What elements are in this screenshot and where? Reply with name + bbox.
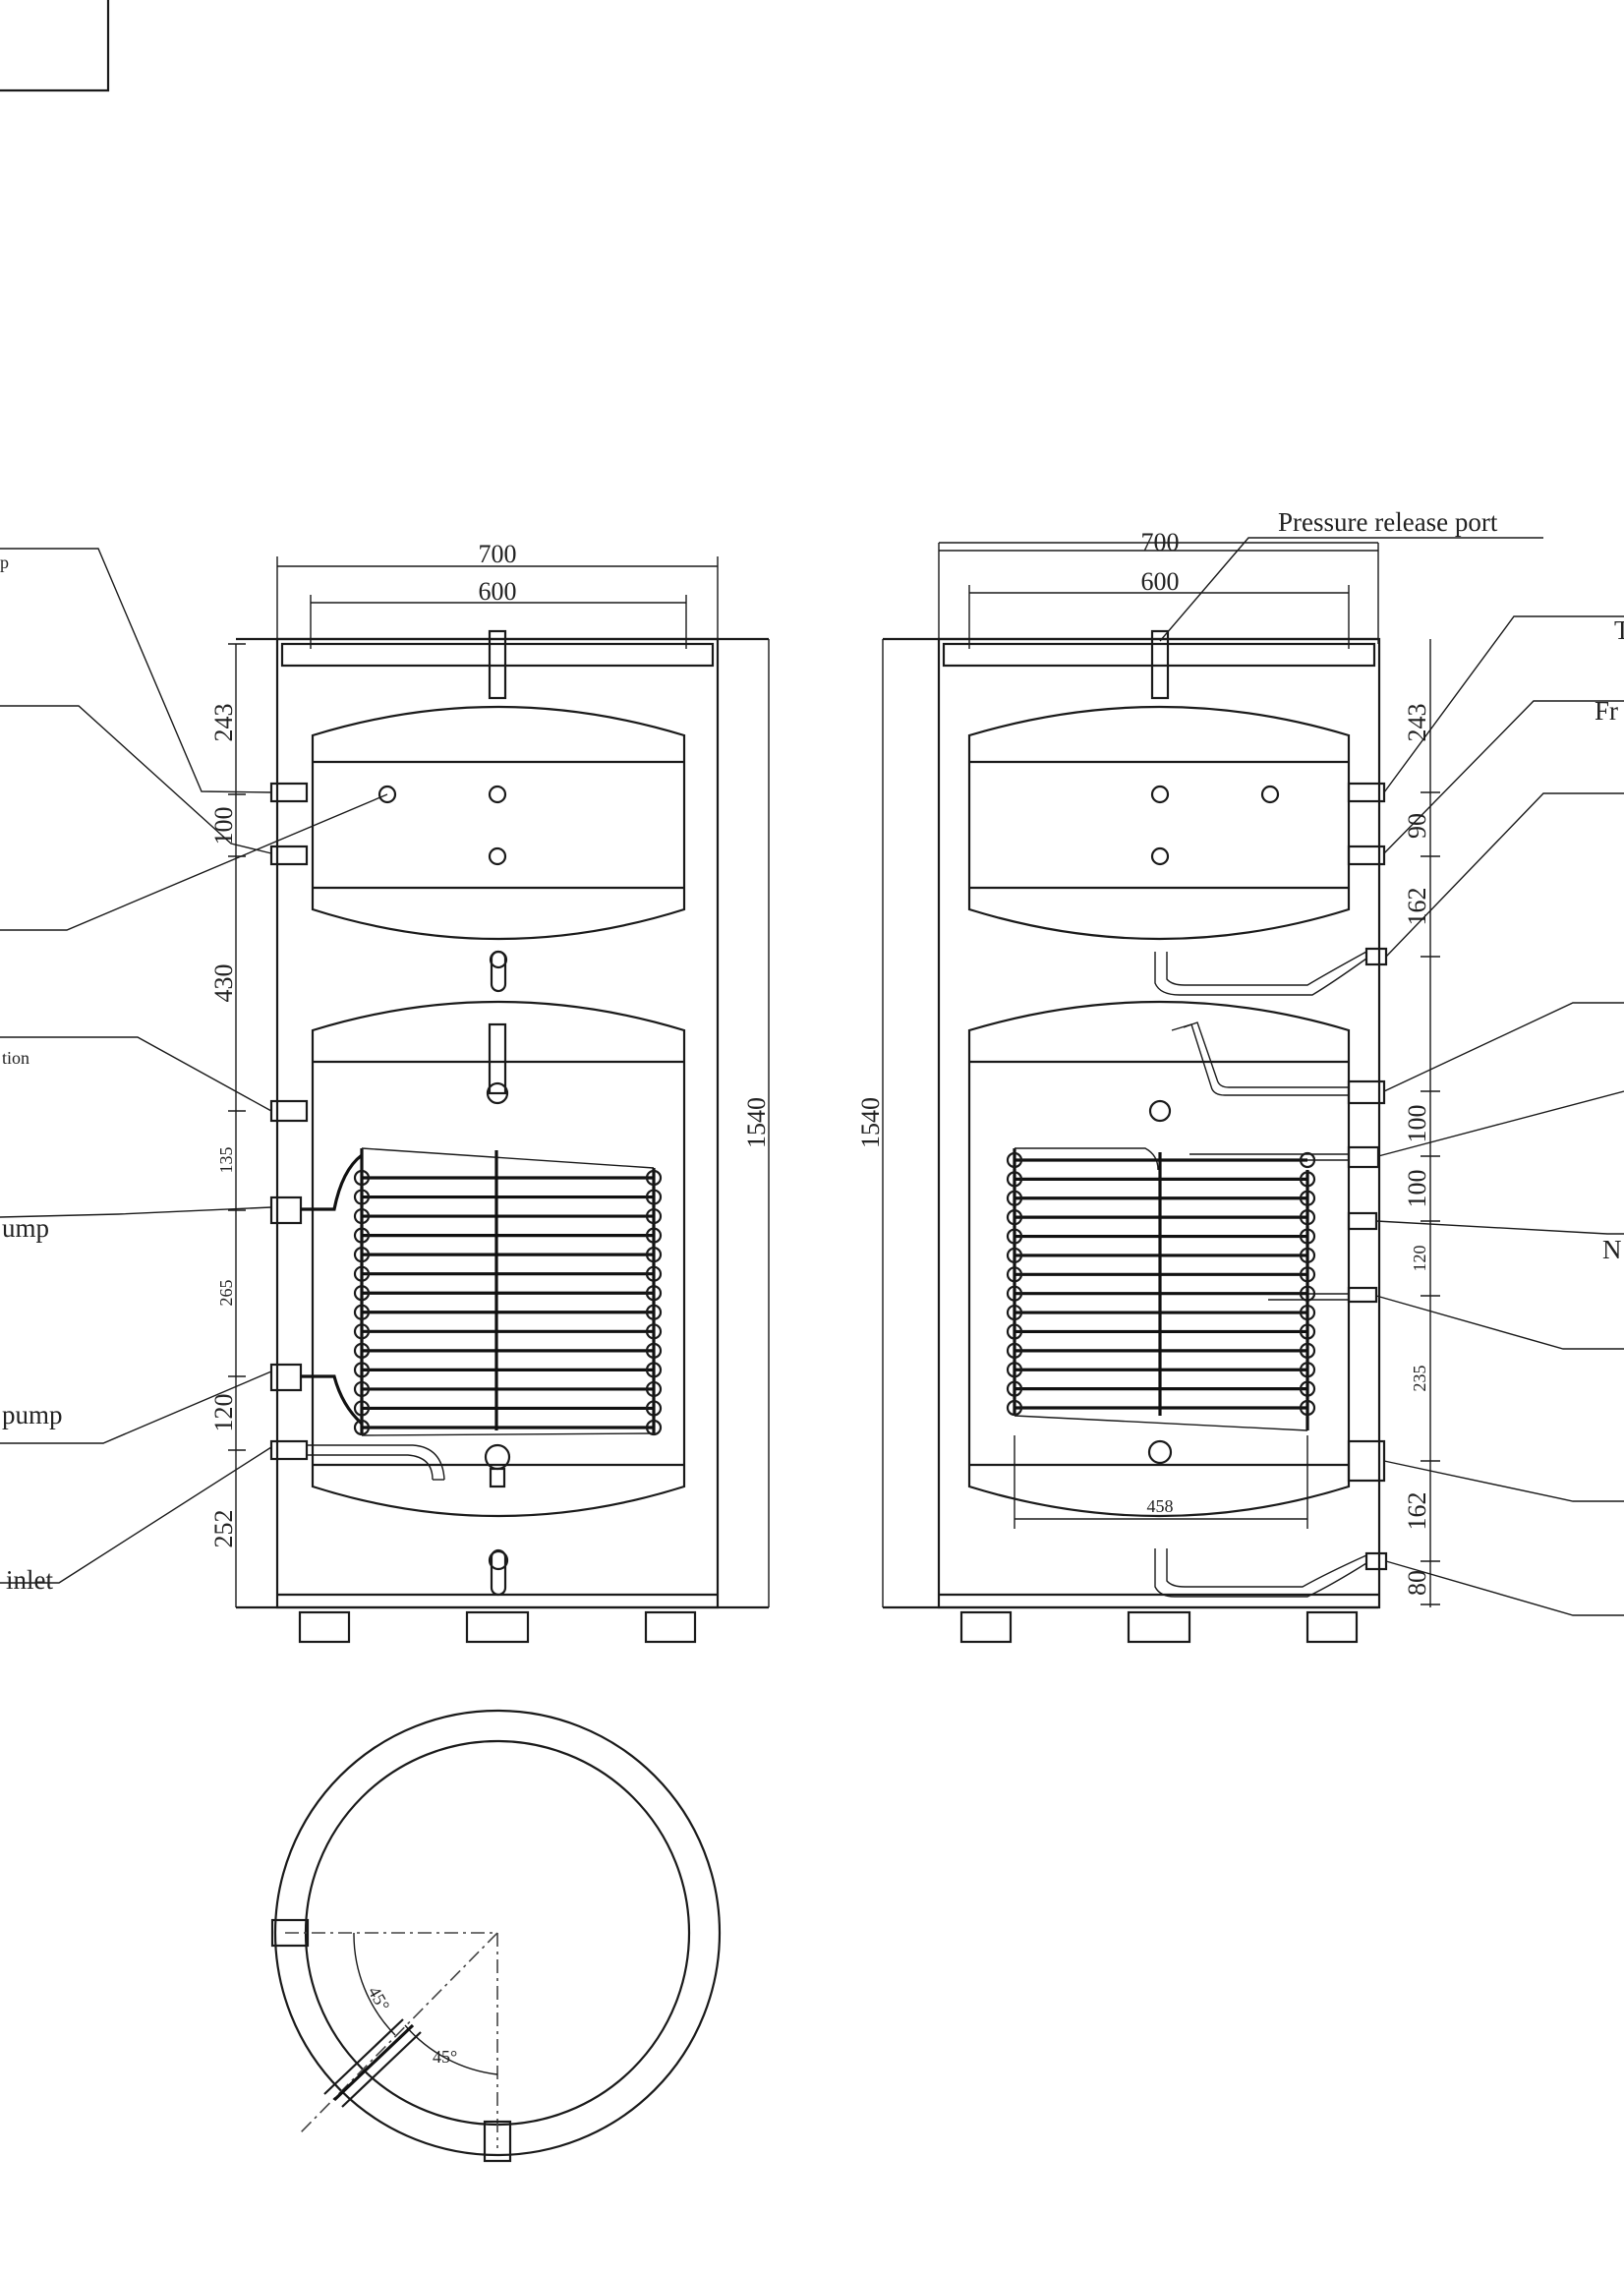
left-coil-tube-end — [645, 1342, 663, 1359]
right-dim-458: 458 — [1147, 1496, 1174, 1516]
right-dim-243: 243 — [1403, 704, 1431, 742]
title-block-corner — [0, 0, 110, 92]
left-coil-tube-end — [645, 1285, 663, 1302]
left-coil-tube-end — [353, 1227, 371, 1244]
right-coil-tube-end — [1299, 1342, 1316, 1359]
right-coil-tube-end — [1299, 1399, 1316, 1417]
right-dim-100a: 100 — [1403, 1105, 1431, 1143]
left-dim-243: 243 — [209, 704, 238, 742]
right-coil-tube-end — [1299, 1285, 1316, 1302]
right-coil-tube-end — [1299, 1228, 1316, 1245]
left-label-inlet-partial: inlet — [6, 1565, 53, 1595]
right-dim-162b: 162 — [1403, 1492, 1431, 1531]
right-coil-tube-end — [1006, 1228, 1023, 1245]
left-dim-600: 600 — [479, 577, 517, 606]
right-dim-100b: 100 — [1403, 1170, 1431, 1208]
left-coil-tube-end — [645, 1189, 663, 1205]
label-pressure-release-port: Pressure release port — [1278, 507, 1498, 537]
left-coil-tube-end — [645, 1323, 663, 1340]
left-coil-tube-end — [645, 1400, 663, 1417]
right-coil-tube-end — [1006, 1362, 1023, 1378]
left-coil-tube-end — [353, 1189, 371, 1205]
right-coil-tube-end — [1006, 1209, 1023, 1226]
right-coil-tube-end — [1299, 1266, 1316, 1283]
left-label-top-partial: p — [0, 553, 9, 572]
right-dim-235: 235 — [1410, 1366, 1429, 1392]
left-coil-tube-end — [645, 1419, 663, 1436]
right-coil-tube-end — [1299, 1380, 1316, 1397]
right-coil-tube-end — [1006, 1171, 1023, 1188]
left-coil-tube-end — [645, 1207, 663, 1225]
right-coil-tube-end — [1299, 1323, 1316, 1340]
right-coil-tube-end — [1006, 1190, 1023, 1206]
left-coil-tube-end — [353, 1169, 371, 1187]
right-label-mid-partial: N — [1602, 1235, 1622, 1264]
left-label-circulation-partial: tion — [2, 1048, 29, 1068]
right-coil-tube-end — [1299, 1171, 1316, 1188]
left-dim-252: 252 — [209, 1510, 238, 1548]
right-coil-tube-end — [1299, 1362, 1316, 1378]
right-heat-exchanger-coil — [1006, 1147, 1316, 1431]
right-coil-tube-end — [1299, 1247, 1316, 1264]
left-dim-265: 265 — [216, 1280, 236, 1307]
right-dim-120: 120 — [1410, 1246, 1429, 1272]
left-coil-tube-end — [353, 1247, 371, 1263]
left-coil-tube-end — [645, 1227, 663, 1244]
right-dim-700: 700 — [1141, 528, 1180, 556]
right-coil-tube-end — [1006, 1151, 1023, 1169]
left-coil-tube-end — [353, 1342, 371, 1359]
right-coil-tube-end — [1299, 1151, 1316, 1169]
right-coil-tube-end — [1006, 1342, 1023, 1359]
left-dim-100: 100 — [209, 807, 238, 845]
right-coil-tube-end — [1006, 1380, 1023, 1397]
left-dim-430: 430 — [209, 964, 238, 1003]
right-coil-tube-end — [1006, 1285, 1023, 1302]
left-coil-tube-end — [645, 1169, 663, 1187]
left-coil-tube-end — [353, 1419, 371, 1436]
left-coil-tube-end — [353, 1207, 371, 1225]
top-view-angle-1: 45° — [365, 1983, 394, 2014]
left-dim-1540: 1540 — [742, 1097, 771, 1148]
right-dim-600: 600 — [1141, 567, 1180, 596]
left-elevation-view: 700 600 — [0, 540, 771, 1644]
left-dim-120: 120 — [209, 1394, 238, 1432]
right-coil-tube-end — [1006, 1399, 1023, 1417]
left-coil-tube-end — [353, 1265, 371, 1282]
left-coil-tube-end — [353, 1323, 371, 1340]
right-dim-1540: 1540 — [856, 1097, 885, 1148]
left-coil-tube-end — [645, 1362, 663, 1378]
right-dim-90: 90 — [1403, 813, 1431, 839]
right-coil-tube-end — [1006, 1323, 1023, 1340]
left-coil-tube-end — [645, 1247, 663, 1263]
left-dim-135: 135 — [216, 1147, 236, 1174]
left-heat-exchanger-coil — [301, 1147, 663, 1436]
right-coil-tube-end — [1006, 1266, 1023, 1283]
right-dim-162a: 162 — [1403, 888, 1431, 926]
right-coil-tube-end — [1006, 1247, 1023, 1264]
left-coil-tube-end — [353, 1400, 371, 1417]
right-coil-tube-end — [1006, 1304, 1023, 1321]
right-elevation-view: 700 600 Pressure release port 1540 — [856, 507, 1624, 1644]
left-coil-tube-end — [353, 1380, 371, 1398]
left-coil-tube-end — [645, 1304, 663, 1320]
left-coil-tube-end — [645, 1380, 663, 1398]
left-coil-tube-end — [353, 1285, 371, 1302]
right-coil-tube-end — [1299, 1304, 1316, 1321]
left-label-pump-partial: ump — [2, 1213, 49, 1243]
left-label-pump2-partial: pump — [2, 1400, 63, 1429]
left-coil-tube-end — [645, 1265, 663, 1282]
right-coil-tube-end — [1299, 1209, 1316, 1226]
left-dim-700: 700 — [479, 540, 517, 568]
top-view-angle-2: 45° — [433, 2047, 457, 2067]
right-label-second-partial: Fr — [1595, 696, 1618, 726]
right-label-top-partial: T — [1614, 615, 1624, 645]
right-dim-80: 80 — [1403, 1570, 1431, 1596]
top-plan-view: 45° 45° — [270, 1709, 722, 2163]
right-coil-tube-end — [1299, 1190, 1316, 1206]
left-coil-tube-end — [353, 1362, 371, 1378]
left-coil-tube-end — [353, 1304, 371, 1320]
